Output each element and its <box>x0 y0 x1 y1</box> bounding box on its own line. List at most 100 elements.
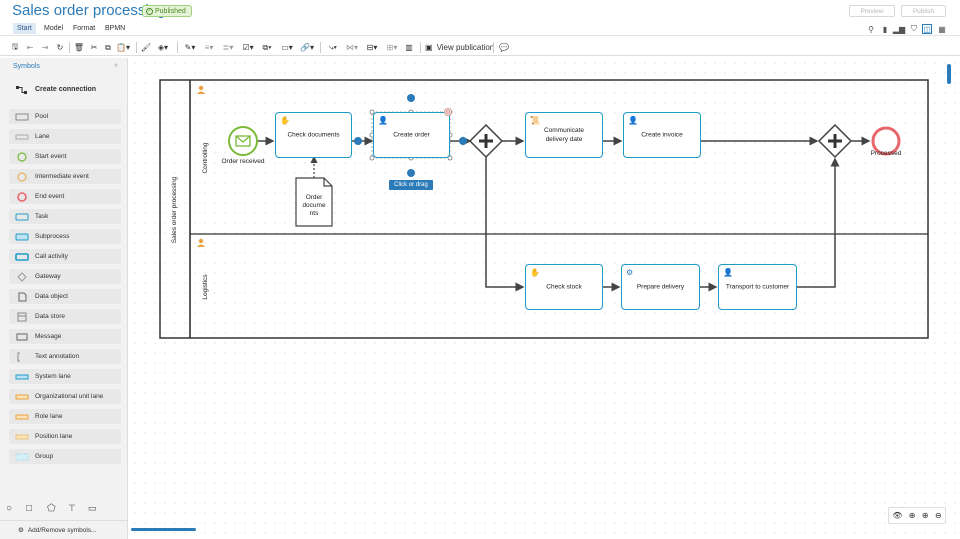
symbol-pool[interactable]: Pool <box>9 109 121 124</box>
paste-icon[interactable]: 📋▾ <box>116 43 130 52</box>
task-label: Check documents <box>287 131 340 139</box>
pentagon-shape-icon[interactable]: ⬠ <box>47 503 56 514</box>
task-check-stock[interactable]: ✋ Check stock <box>525 264 603 310</box>
symbol-label: Data object <box>35 293 68 300</box>
message-icon <box>235 135 251 147</box>
pool[interactable] <box>159 79 929 339</box>
pool-label: Sales order processing <box>171 176 178 244</box>
symbol-task[interactable]: Task <box>9 209 121 224</box>
symbol-start-event[interactable]: Start event <box>9 149 121 164</box>
data-object-label: Order docume nts <box>302 194 326 217</box>
shield-icon[interactable]: ⛉ <box>911 24 917 33</box>
align-text-icon[interactable]: ≡▾ <box>204 43 214 52</box>
connector-icon[interactable]: ⤷▾ <box>329 42 337 52</box>
symbol-message[interactable]: Message <box>9 329 121 344</box>
symbol-lane[interactable]: Lane <box>9 129 121 144</box>
symbol-subprocess[interactable]: Subprocess <box>9 229 121 244</box>
parallel-gateway-split[interactable] <box>468 123 504 159</box>
user-task-icon: 👤 <box>628 116 638 125</box>
connector-handle[interactable] <box>459 137 467 145</box>
symbol-text-annotation[interactable]: Text annotation <box>9 349 121 364</box>
manual-task-icon: ✋ <box>530 268 540 277</box>
symbol-data-store[interactable]: Data store <box>9 309 121 324</box>
save-icon[interactable]: 🖫 <box>11 41 19 51</box>
square-shape-icon[interactable]: □ <box>26 503 33 514</box>
comment-icon[interactable]: 💬 <box>499 43 509 52</box>
info-icon[interactable]: ▮ <box>882 24 888 34</box>
task-create-invoice[interactable]: 👤 Create invoice <box>623 112 701 158</box>
end-event[interactable] <box>871 126 901 156</box>
page-icon[interactable]: ▥ <box>405 43 413 52</box>
zoom-out-icon[interactable]: ⊖ <box>935 511 942 520</box>
text-shape-icon[interactable]: ⊤ <box>68 503 76 513</box>
line-color-icon[interactable]: ✎▾ <box>184 43 196 52</box>
circle-shape-icon[interactable]: ○ <box>6 503 13 514</box>
symbol-call-activity[interactable]: Call activity <box>9 249 121 264</box>
undo-icon[interactable]: ⇤ <box>26 43 34 52</box>
chart-icon[interactable]: ▂▆ <box>892 24 906 34</box>
task-transport-to-customer[interactable]: 👤 Transport to customer <box>718 264 797 310</box>
preview-button[interactable]: Preview <box>849 5 895 17</box>
symbol-position-lane[interactable]: Position lane <box>9 429 121 444</box>
symbol-intermediate-event[interactable]: Intermediate event <box>9 169 121 184</box>
image-shape-icon[interactable]: ▭ <box>88 503 97 513</box>
task-communicate-delivery-date[interactable]: 📜 Communicate delivery date <box>525 112 603 158</box>
task-label: Create invoice <box>641 131 683 139</box>
align-icon[interactable]: ⊟▾ <box>366 43 378 52</box>
text-spacing-icon[interactable]: ≣▾ <box>222 43 234 52</box>
task-prepare-delivery[interactable]: ⚙ Prepare delivery <box>621 264 700 310</box>
tab-start[interactable]: Start <box>13 23 36 34</box>
cut-icon[interactable]: ✂ <box>90 43 98 52</box>
publish-button[interactable]: Publish <box>901 5 946 17</box>
symbol-end-event[interactable]: End event <box>9 189 121 204</box>
view-publication-button[interactable]: ▣ View publication <box>425 42 509 53</box>
refresh-icon[interactable]: ↻ <box>56 43 64 52</box>
fill-color-icon[interactable]: ◈▾ <box>157 43 169 52</box>
symbol-gateway[interactable]: Gateway <box>9 269 121 284</box>
collapse-icon[interactable]: « <box>114 62 118 69</box>
vertical-scrollbar[interactable] <box>947 64 951 84</box>
connector-handle[interactable] <box>354 137 362 145</box>
shape-style-icon[interactable]: ▭▾ <box>281 43 293 52</box>
redo-icon[interactable]: ⇥ <box>41 43 49 52</box>
settings-icon[interactable]: ⚙ <box>444 108 452 116</box>
flow-transport-to-join[interactable] <box>797 157 840 288</box>
symbol-role-lane[interactable]: Role lane <box>9 409 121 424</box>
tab-bpmn[interactable]: BPMN <box>105 25 126 32</box>
table-icon[interactable]: ▦ <box>938 24 946 34</box>
search-icon[interactable]: ⚲ <box>868 24 874 34</box>
parallel-gateway-join[interactable] <box>817 123 853 159</box>
create-connection-button[interactable]: Create connection <box>9 81 121 98</box>
layout-icon[interactable]: ◫ <box>922 24 932 34</box>
distribute-icon[interactable]: ⋈▾ <box>345 43 358 52</box>
script-task-icon: 📜 <box>530 116 540 125</box>
symbol-organizational-unit-lane[interactable]: Organizational unit lane <box>9 389 121 404</box>
sidebar-header: Symbols « <box>0 58 128 76</box>
link-icon[interactable]: 🔗▾ <box>300 43 314 52</box>
edit-shape-icon[interactable]: ☑▾ <box>242 43 254 52</box>
symbol-group[interactable]: Group <box>9 449 121 464</box>
zoom-fit-icon[interactable]: ⊕ <box>908 511 916 520</box>
eye-icon[interactable]: 👁 <box>892 511 903 520</box>
connector-handle[interactable] <box>407 169 415 177</box>
zoom-in-icon[interactable]: ⊕ <box>921 511 929 520</box>
add-remove-symbols-button[interactable]: ⚙ Add/Remove symbols... <box>0 520 128 539</box>
user-task-icon: 👤 <box>723 268 733 277</box>
format-painter-icon[interactable]: 🖌 <box>140 43 152 52</box>
horizontal-scrollbar[interactable] <box>131 528 196 531</box>
task-check-documents[interactable]: ✋ Check documents <box>275 112 352 158</box>
symbol-data-object[interactable]: Data object <box>9 289 121 304</box>
tab-format[interactable]: Format <box>73 25 96 32</box>
data-object[interactable] <box>295 177 333 227</box>
arrange-icon[interactable]: ⧉▾ <box>262 42 272 52</box>
position-lane-icon <box>15 432 29 442</box>
task-create-order[interactable]: 👤 Create order <box>373 112 450 158</box>
delete-icon[interactable]: 🗑 <box>73 43 85 52</box>
tab-model[interactable]: Model <box>44 25 64 32</box>
symbol-label: Call activity <box>35 253 68 260</box>
copy-icon[interactable]: ⧉ <box>105 42 111 52</box>
symbol-system-lane[interactable]: System lane <box>9 369 121 384</box>
connector-handle[interactable] <box>407 94 415 102</box>
spacing-icon[interactable]: ⊞▾ <box>386 43 398 52</box>
flow-gateway-to-stock[interactable] <box>485 157 525 292</box>
